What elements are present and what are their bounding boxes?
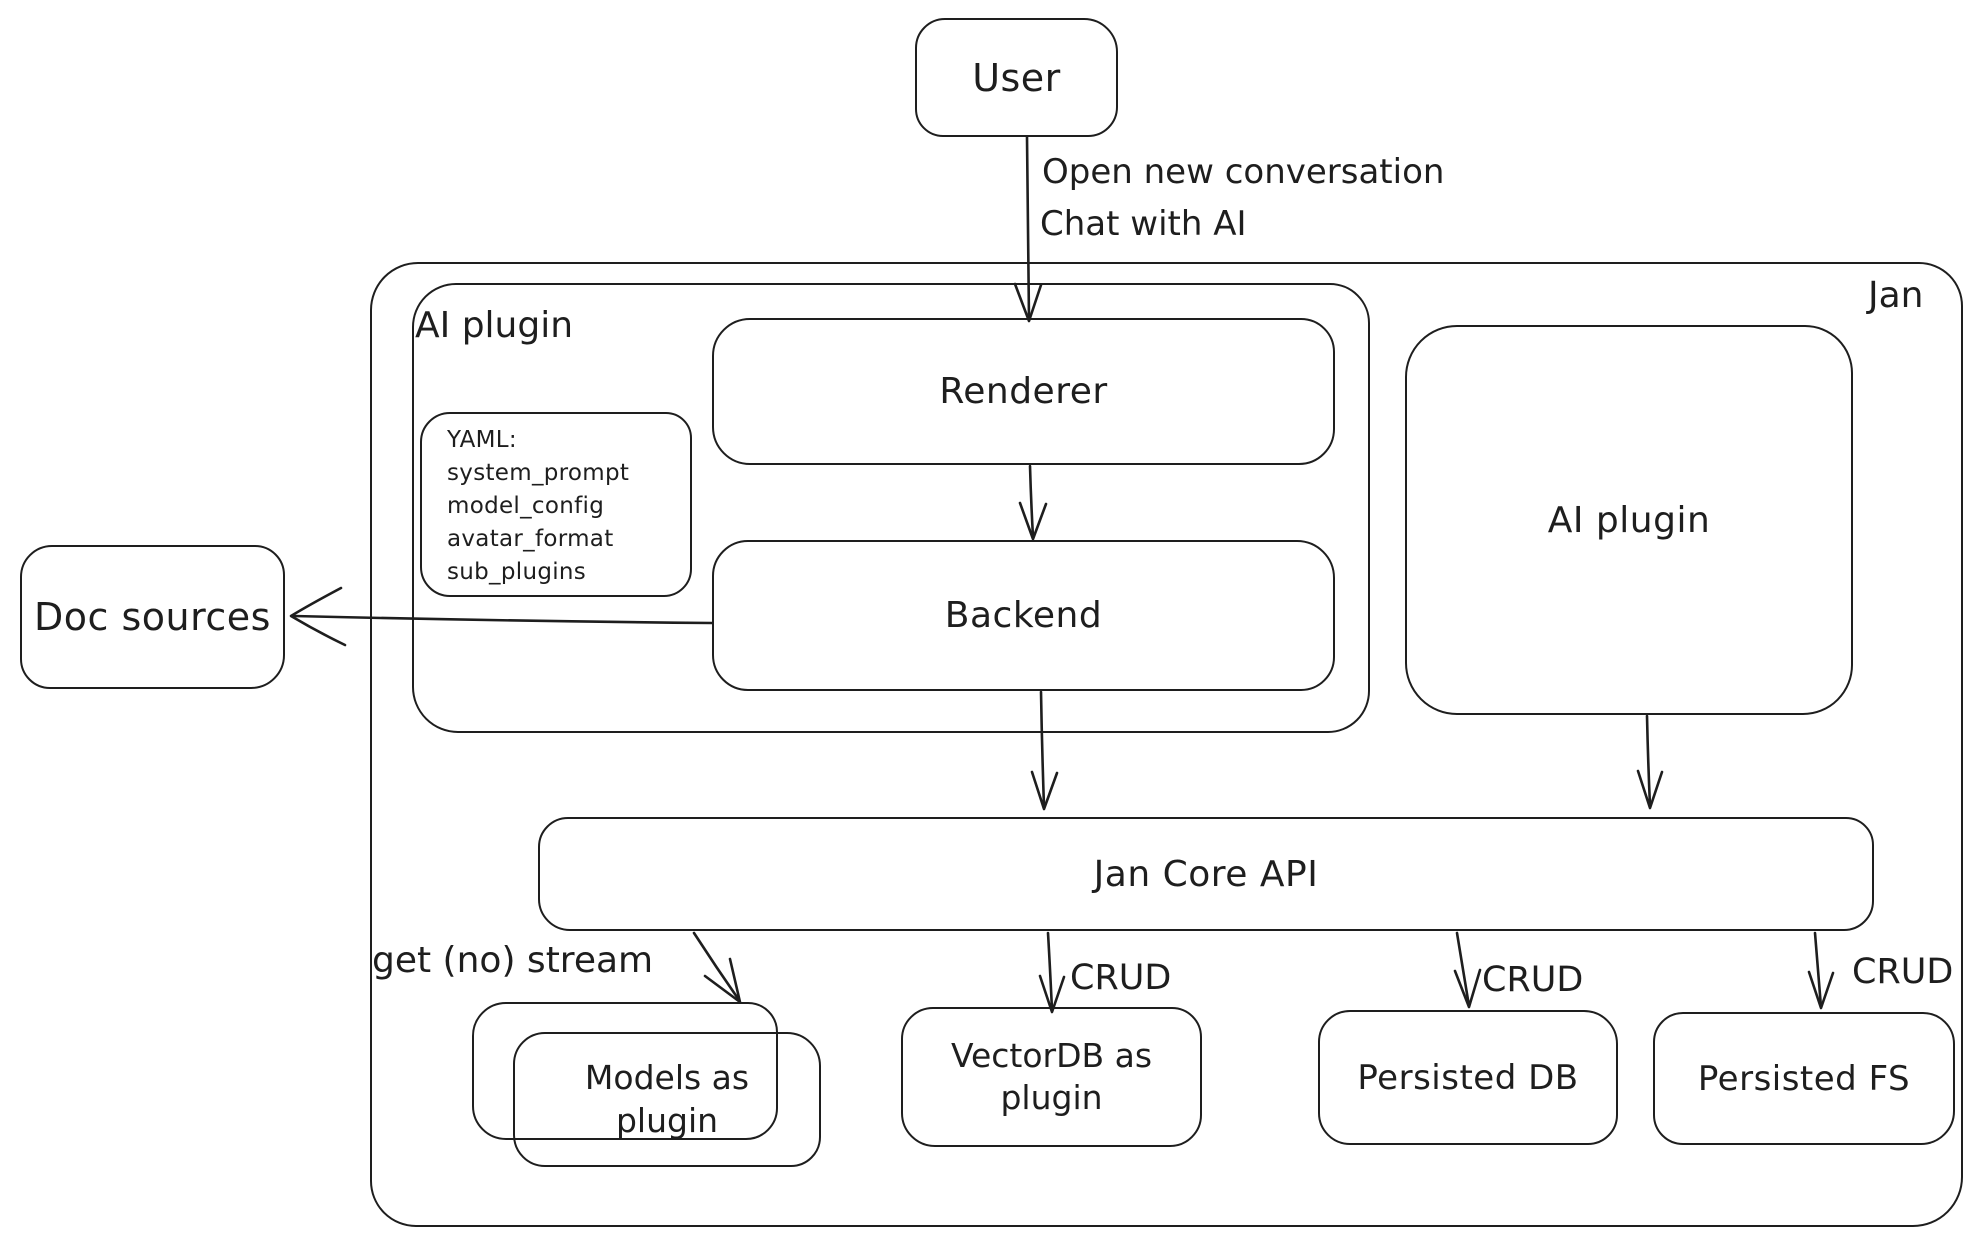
backend-node: Backend	[712, 540, 1335, 691]
persisted-fs-node-label: Persisted FS	[1697, 1058, 1911, 1099]
edge-label-crud-persisted-db: CRUD	[1482, 960, 1584, 1000]
persisted-fs-node: Persisted FS	[1653, 1012, 1955, 1145]
yaml-line: sub_plugins	[447, 559, 587, 585]
yaml-line: YAML:	[447, 427, 517, 453]
ai-plugin-group-label: AI plugin	[415, 305, 574, 346]
label-line: Models as	[584, 1058, 750, 1098]
jan-container	[370, 262, 1963, 1227]
persisted-db-node: Persisted DB	[1318, 1010, 1618, 1145]
edge-label-crud-vectordb: CRUD	[1070, 958, 1172, 998]
renderer-node-label: Renderer	[939, 371, 1108, 412]
ai-plugin-right-node: AI plugin	[1405, 325, 1853, 715]
persisted-db-node-label: Persisted DB	[1357, 1057, 1579, 1098]
vectordb-plugin-node: VectorDB as plugin	[901, 1007, 1202, 1147]
doc-sources-node-label: Doc sources	[34, 595, 271, 639]
doc-sources-node: Doc sources	[20, 545, 285, 689]
yaml-note: YAML: system_prompt model_config avatar_…	[420, 412, 692, 597]
arrowhead-left-icon	[289, 586, 347, 647]
ai-plugin-right-node-label: AI plugin	[1547, 499, 1711, 541]
label-line: plugin	[615, 1100, 719, 1140]
label-line: plugin	[1000, 1078, 1103, 1117]
yaml-line: system_prompt	[447, 460, 630, 486]
edge-label-open-new-conversation: Open new conversation	[1042, 152, 1445, 192]
label-line: VectorDB as	[950, 1035, 1153, 1075]
yaml-line: model_config	[447, 493, 605, 519]
vectordb-plugin-node-label: VectorDB as plugin	[951, 1035, 1152, 1119]
ai-plugin-group	[412, 283, 1370, 733]
backend-node-label: Backend	[944, 595, 1103, 636]
models-plugin-node-back	[472, 1002, 778, 1140]
jan-container-label: Jan	[1868, 275, 1924, 316]
yaml-line: avatar_format	[447, 526, 614, 552]
renderer-node: Renderer	[712, 318, 1335, 465]
user-node: User	[915, 18, 1118, 137]
models-plugin-node-label: Models as plugin	[585, 1057, 749, 1141]
edge-label-chat-with-ai: Chat with AI	[1040, 204, 1247, 244]
models-plugin-node: Models as plugin	[513, 1032, 821, 1167]
edge-label-crud-persisted-fs: CRUD	[1852, 952, 1954, 992]
jan-core-api-node: Jan Core API	[538, 817, 1874, 931]
edge-label-get-no-stream: get (no) stream	[372, 940, 654, 981]
yaml-note-lines: YAML: system_prompt model_config avatar_…	[447, 424, 629, 589]
user-node-label: User	[972, 55, 1061, 100]
jan-core-api-node-label: Jan Core API	[1093, 853, 1319, 895]
